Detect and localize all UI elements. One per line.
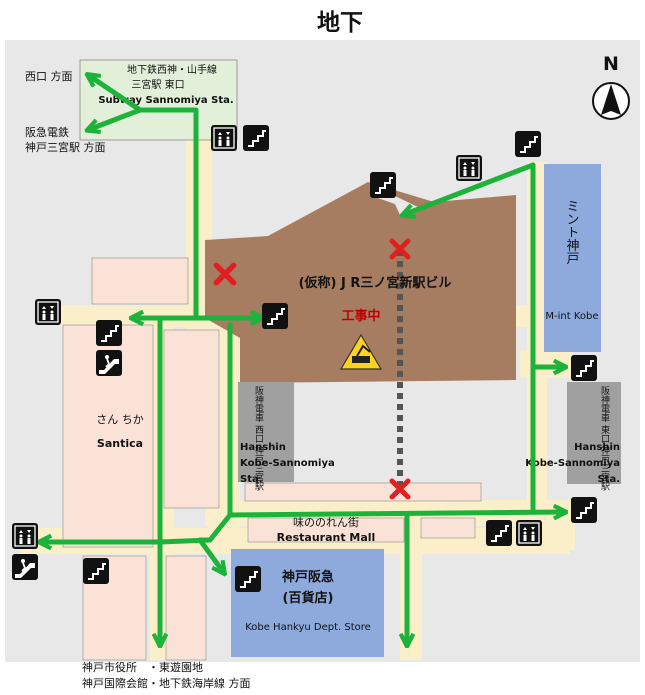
santica-label-en: Santica	[97, 437, 143, 450]
escalator-icon	[96, 350, 122, 376]
hanshin-east-station	[567, 382, 621, 484]
map-title: 地下	[317, 10, 363, 36]
restaurant-mall-label-en: Restaurant Mall	[277, 531, 376, 544]
hanshin-west-en-2: Kobe-Sannomiya	[240, 458, 335, 469]
escalator-icon	[12, 554, 38, 580]
hanshin-east-en-1: Hanshin	[574, 442, 620, 453]
construction-status-label: 工事中	[341, 308, 380, 324]
stairs-icon	[235, 566, 261, 592]
kobe-hankyu-label-1: 神戸阪急	[282, 569, 334, 585]
destination-nishiguchi: 西口 方面	[25, 69, 73, 83]
stairs-icon	[515, 131, 541, 157]
destination-bottom-2: 神戸国際会館・地下鉄海岸線 方面	[82, 676, 251, 690]
kobe-hankyu-label-2: (百貨店)	[283, 590, 334, 606]
jr-building-label: (仮称) J R三ノ宮新駅ビル	[299, 275, 452, 291]
subway-label-2: 三宮駅 東口	[131, 78, 184, 91]
subway-label-3: Subway Sannomiya Sta.	[98, 95, 233, 106]
stairs-icon	[370, 172, 396, 198]
stairs-icon	[262, 303, 288, 329]
restaurant-mall-label-jp: 味ののれん街	[293, 515, 359, 529]
stairs-icon	[96, 320, 122, 346]
hanshin-west-en-1: Hanshin	[240, 442, 286, 453]
mint-kobe-label-jp: ミント神戸	[564, 200, 580, 265]
compass-label: N	[603, 53, 619, 75]
mint-kobe-label-en: M-int Kobe	[545, 311, 598, 322]
hanshin-east-en-2: Kobe-Sannomiya	[525, 458, 620, 469]
hanshin-east-en-3: Sta.	[597, 474, 620, 485]
destination-bottom-1: 神戸市役所 ・東遊園地	[82, 660, 203, 674]
subway-station-box	[79, 59, 238, 141]
destination-hankyu-1: 阪急電鉄	[25, 125, 69, 139]
mint-kobe-building	[544, 164, 601, 352]
stairs-icon	[243, 125, 269, 151]
hanshin-west-station	[238, 382, 294, 482]
subway-label-1: 地下鉄西神・山手線	[127, 63, 217, 76]
hanshin-west-en-3: Sta.	[240, 474, 263, 485]
stairs-icon	[486, 520, 512, 546]
hanshin-east-label-jp: 阪神電車 東口 神戸三宮駅	[599, 386, 610, 492]
stairs-icon	[83, 558, 109, 584]
elevator-icon	[456, 155, 482, 181]
elevator-icon	[516, 520, 542, 546]
elevator-icon	[12, 523, 38, 549]
elevator-icon	[211, 125, 237, 151]
hanshin-west-label-jp: 阪神電車 西口 神戸三宮駅	[253, 386, 264, 492]
stairs-icon	[571, 497, 597, 523]
stairs-icon	[571, 355, 597, 381]
santica-label-jp: さん ちか	[96, 413, 144, 426]
elevator-icon	[35, 299, 61, 325]
shops	[62, 257, 482, 661]
compass-north-icon: N	[592, 53, 630, 120]
jr-building-area	[205, 182, 516, 383]
destination-hankyu-2: 神戸三宮駅 方面	[25, 140, 106, 154]
construction-icon	[339, 333, 383, 370]
routes	[40, 75, 565, 645]
kobe-hankyu-label-en: Kobe Hankyu Dept. Store	[245, 622, 371, 633]
